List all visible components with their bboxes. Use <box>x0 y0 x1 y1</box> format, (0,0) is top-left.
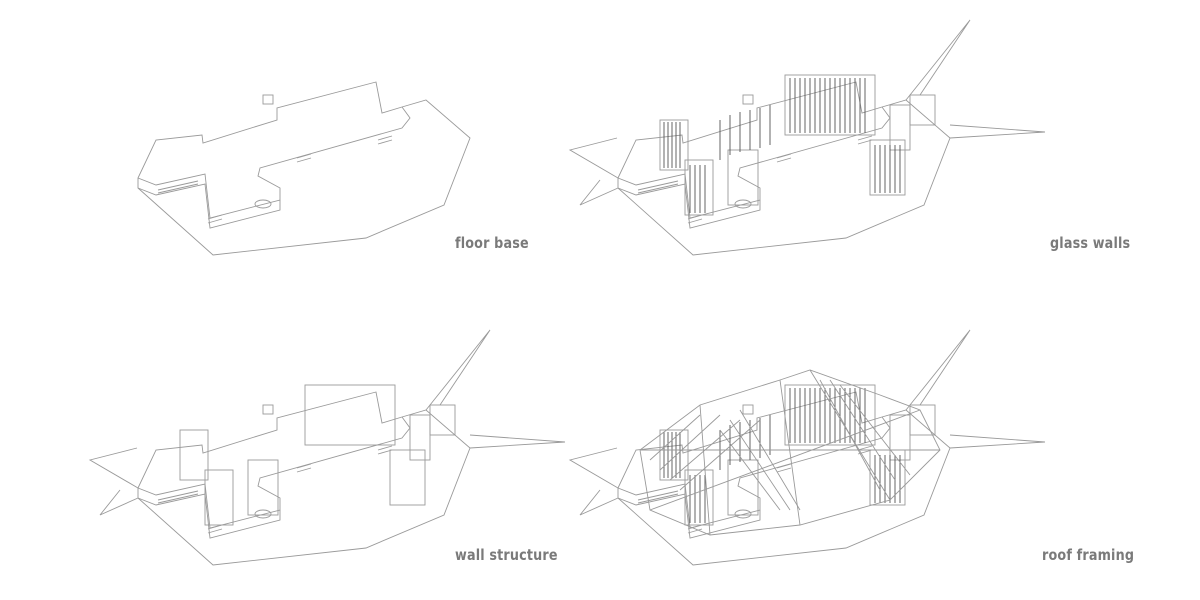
wall-structure-diagram <box>89 329 566 566</box>
floor-base-diagram <box>137 81 471 256</box>
roof-framing-diagram <box>569 329 1046 566</box>
panel-label-glass-walls: glass walls <box>1050 234 1131 252</box>
panel-label-roof-framing: roof framing <box>1042 546 1135 564</box>
panel-label-wall-structure: wall structure <box>455 546 558 564</box>
panel-label-floor-base: floor base <box>455 234 529 252</box>
glass-walls-diagram <box>569 19 1046 256</box>
